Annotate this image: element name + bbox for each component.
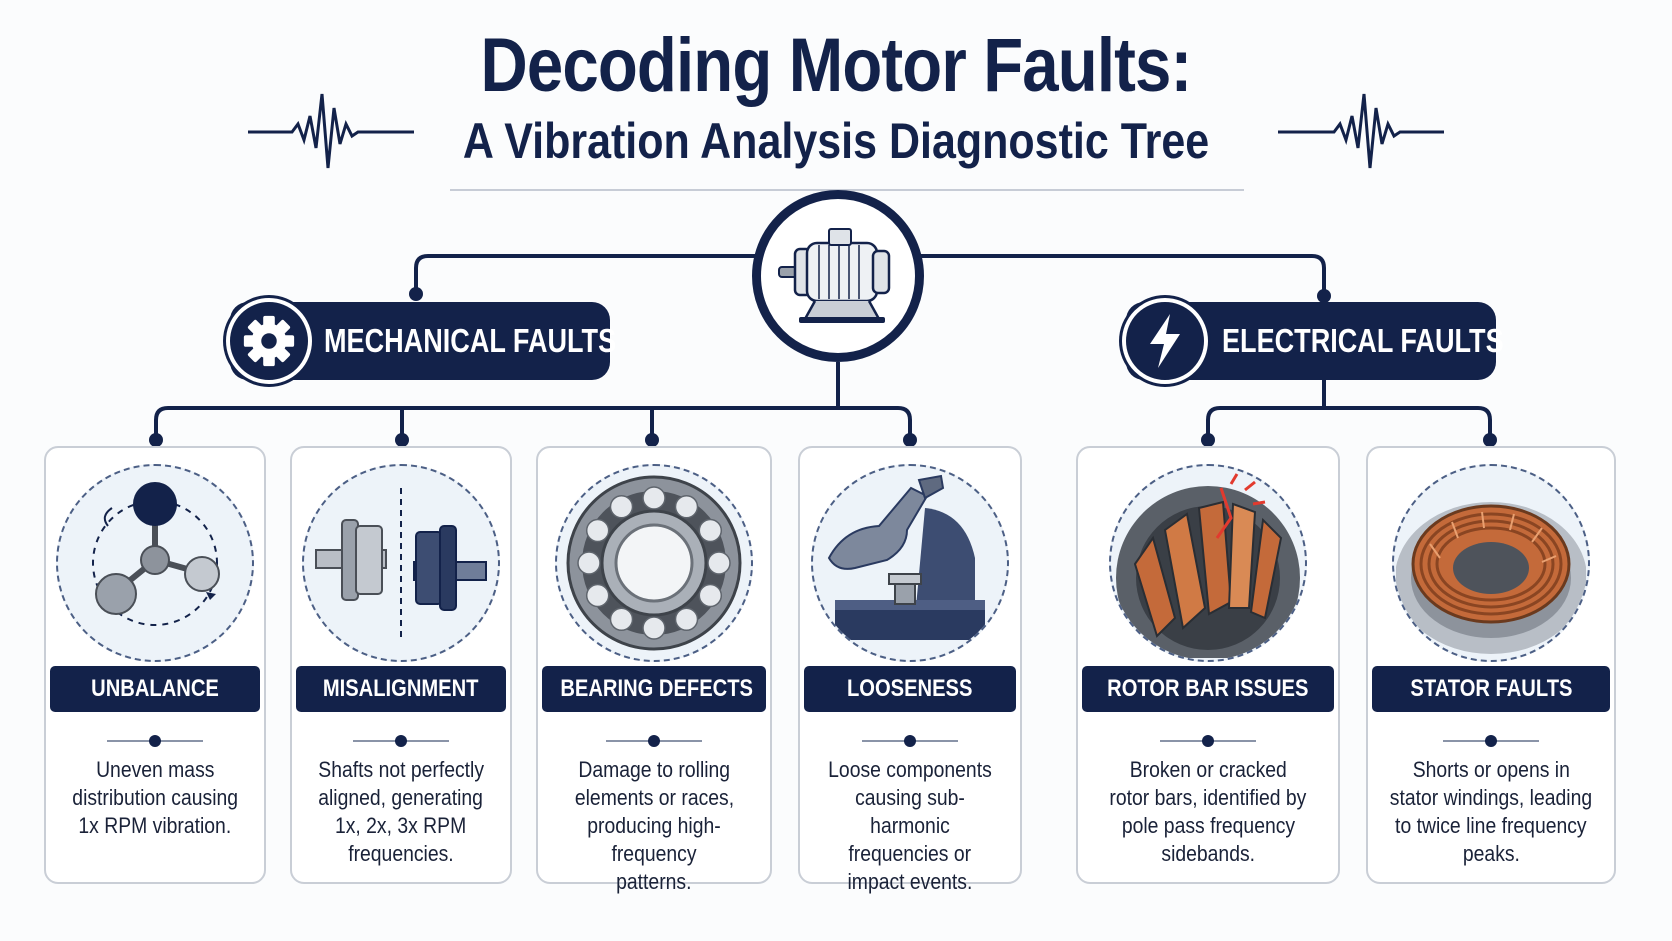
- right-pulse-icon: [1278, 93, 1444, 169]
- stator-winding-icon: [1396, 502, 1586, 654]
- fault-label-rotor-bar-issues: ROTOR BAR ISSUES: [1082, 666, 1334, 712]
- page-subtitle: A Vibration Analysis Diagnostic Tree: [462, 113, 1210, 169]
- lightning-icon-badge: [1122, 298, 1208, 384]
- rotor-bars-icon: [1116, 473, 1300, 658]
- fault-label-stator-faults: STATOR FAULTS: [1372, 666, 1610, 712]
- left-pulse-icon: [248, 93, 414, 169]
- card-divider: [862, 735, 958, 747]
- fault-label-unbalance: UNBALANCE: [50, 666, 260, 712]
- fault-card-stator-faults: STATOR FAULTS Shorts or opens in stator …: [1366, 446, 1616, 884]
- page-title: Decoding Motor Faults:: [480, 23, 1193, 108]
- mechanical-faults-label: MECHANICAL FAULTS: [324, 322, 617, 359]
- card-art-unbalance: [56, 464, 254, 662]
- electrical-faults-branch: ELECTRICAL FAULTS: [1122, 298, 1504, 384]
- fault-desc-bearing-defects: Damage to rolling elements or races, pro…: [574, 757, 734, 894]
- card-art-stator-faults: [1392, 464, 1590, 662]
- fault-card-misalignment: MISALIGNMENT Shafts not perfectly aligne…: [290, 446, 512, 884]
- card-divider: [1443, 735, 1539, 747]
- electrical-faults-label: ELECTRICAL FAULTS: [1222, 322, 1504, 359]
- electric-motor-icon: [778, 228, 891, 323]
- gear-icon: [243, 315, 295, 367]
- card-divider: [107, 735, 203, 747]
- lightning-bolt-icon: [1150, 314, 1180, 368]
- card-divider: [1160, 735, 1256, 747]
- fault-card-unbalance: UNBALANCE Uneven mass distribution causi…: [44, 446, 266, 884]
- unbalanced-mass-icon: [92, 482, 220, 626]
- fault-label-misalignment: MISALIGNMENT: [296, 666, 506, 712]
- fault-desc-looseness: Loose components causing sub-harmonic fr…: [828, 757, 992, 894]
- mechanical-faults-branch: MECHANICAL FAULTS: [226, 298, 616, 384]
- fault-desc-unbalance: Uneven mass distribution causing 1x RPM …: [72, 757, 238, 838]
- card-art-misalignment: [302, 464, 500, 662]
- gear-icon-badge: [226, 298, 312, 384]
- card-divider: [606, 735, 702, 747]
- fault-desc-rotor-bar-issues: Broken or cracked rotor bars, identified…: [1109, 757, 1307, 866]
- fault-desc-misalignment: Shafts not perfectly aligned, generating…: [318, 757, 484, 866]
- fault-card-bearing-defects: BEARING DEFECTS Damage to rolling elemen…: [536, 446, 772, 894]
- fault-label-looseness: LOOSENESS: [804, 666, 1016, 712]
- fault-label-bearing-defects: BEARING DEFECTS: [542, 666, 766, 712]
- fault-card-rotor-bar-issues: ROTOR BAR ISSUES Broken or cracked rotor…: [1076, 446, 1340, 884]
- ball-bearing-icon: [566, 475, 742, 651]
- shaft-coupling-icon: [315, 488, 487, 638]
- fault-desc-stator-faults: Shorts or opens in stator windings, lead…: [1389, 757, 1593, 866]
- loose-bolt-icon: [827, 474, 985, 640]
- card-divider: [353, 735, 449, 747]
- card-art-looseness: [811, 464, 1009, 662]
- fault-card-looseness: LOOSENESS Loose components causing sub-h…: [798, 446, 1022, 894]
- motor-hub: [752, 190, 924, 362]
- card-art-rotor-bar-issues: [1109, 464, 1307, 662]
- card-art-bearing-defects: [555, 464, 753, 662]
